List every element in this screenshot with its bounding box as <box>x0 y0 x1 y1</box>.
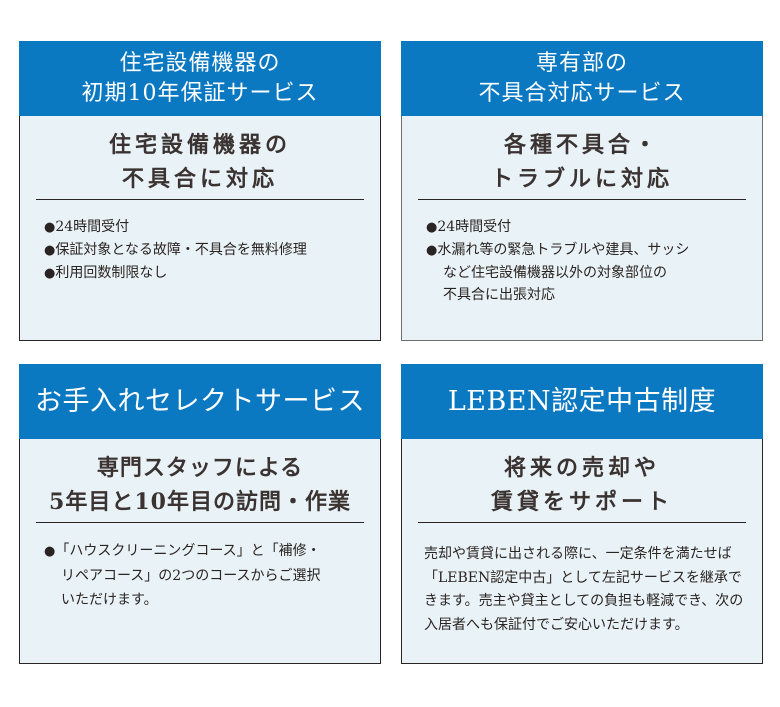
subtitle-line: 将来の売却や <box>503 455 660 481</box>
subtitle-line: 5年目と10年目の訪問・作業 <box>49 489 351 515</box>
card-header: お手入れセレクトサービス <box>19 364 381 439</box>
list-item-text: 24時間受付 <box>55 219 130 235</box>
divider <box>418 199 746 200</box>
list-item-text: いただけます。 <box>61 592 158 608</box>
bullet-icon: ● <box>426 220 438 235</box>
bullet-list: ●「ハウスクリーニングコース」と「補修・リペアコース」の2つのコースからご選択い… <box>44 539 370 612</box>
card-cleaning-service: お手入れセレクトサービス 専門スタッフによる 5年目と10年目の訪問・作業 ●「… <box>19 364 381 664</box>
subtitle-line: 賃貸をサポート <box>490 489 673 515</box>
divider <box>36 199 364 200</box>
bullet-icon: ● <box>426 243 438 258</box>
subtitle-line: 住宅設備機器の <box>108 132 291 158</box>
card-subtitle: 住宅設備機器の 不具合に対応 <box>20 128 380 196</box>
bullet-icon: ● <box>44 220 56 235</box>
list-item-text: 24時間受付 <box>437 219 512 235</box>
list-item-text: 水漏れ等の緊急トラブルや建具、サッシ <box>437 242 690 258</box>
card-subtitle: 各種不具合・ トラブルに対応 <box>402 128 762 196</box>
paragraph-line: きます。売主や貸主としての負担も軽減でき、次の <box>424 593 744 609</box>
card-header: 住宅設備機器の 初期10年保証サービス <box>19 41 381 116</box>
list-item: ●24時間受付 <box>44 216 370 239</box>
subtitle-line: 専門スタッフによる <box>96 455 304 481</box>
bullet-icon: ● <box>44 266 56 281</box>
bullet-icon: ● <box>44 544 56 559</box>
card-title-line: 住宅設備機器の <box>119 50 281 76</box>
list-item-text: リペアコース」の2つのコースからご選択 <box>61 568 321 584</box>
card-title-line: 専有部の <box>535 50 628 76</box>
divider <box>418 522 746 523</box>
card-title-line: 初期10年保証サービス <box>81 80 319 106</box>
list-item-text: 保証対象となる故障・不具合を無料修理 <box>55 242 307 258</box>
list-item-text: 「ハウスクリーニングコース」と「補修・ <box>55 543 321 559</box>
card-header: 専有部の 不具合対応サービス <box>401 41 763 116</box>
card-subtitle: 専門スタッフによる 5年目と10年目の訪問・作業 <box>20 451 380 519</box>
list-item-text: など住宅設備機器以外の対象部位の <box>443 265 667 281</box>
subtitle-line: 各種不具合・ <box>503 132 660 158</box>
card-defect-service: 専有部の 不具合対応サービス 各種不具合・ トラブルに対応 ●24時間受付 ●水… <box>401 41 763 341</box>
card-header: LEBEN認定中古制度 <box>401 364 763 439</box>
bullet-list: ●24時間受付 ●保証対象となる故障・不具合を無料修理 ●利用回数制限なし <box>44 216 370 285</box>
list-item-text: 利用回数制限なし <box>55 265 168 281</box>
list-item: ●水漏れ等の緊急トラブルや建具、サッシなど住宅設備機器以外の対象部位の不具合に出… <box>426 239 752 306</box>
card-warranty-service: 住宅設備機器の 初期10年保証サービス 住宅設備機器の 不具合に対応 ●24時間… <box>19 41 381 341</box>
subtitle-line: トラブルに対応 <box>490 166 673 192</box>
card-title-line: 不具合対応サービス <box>478 80 686 106</box>
bullet-icon: ● <box>44 243 56 258</box>
paragraph-line: 入居者へも保証付でご安心いただけます。 <box>424 616 689 633</box>
list-item: ●24時間受付 <box>426 216 752 239</box>
paragraph-line: 売却や賃貸に出される際に、一定条件を満たせば <box>424 546 732 562</box>
list-item: ●「ハウスクリーニングコース」と「補修・リペアコース」の2つのコースからご選択い… <box>44 539 370 612</box>
card-title-line: お手入れセレクトサービス <box>35 385 365 417</box>
list-item-text: 不具合に出張対応 <box>443 287 555 303</box>
divider <box>36 522 364 523</box>
description-paragraph: 売却や賃貸に出される際に、一定条件を満たせば 「LEBEN認定中古」として左記サ… <box>424 543 748 637</box>
card-subtitle: 将来の売却や 賃貸をサポート <box>402 451 762 519</box>
list-item: ●保証対象となる故障・不具合を無料修理 <box>44 239 370 262</box>
list-item: ●利用回数制限なし <box>44 262 370 285</box>
card-title-line: LEBEN認定中古制度 <box>447 385 717 417</box>
card-certified-used: LEBEN認定中古制度 将来の売却や 賃貸をサポート 売却や賃貸に出される際に、… <box>401 364 763 664</box>
paragraph-line: 「LEBEN認定中古」として左記サービスを継承で <box>424 569 742 586</box>
bullet-list: ●24時間受付 ●水漏れ等の緊急トラブルや建具、サッシなど住宅設備機器以外の対象… <box>426 216 752 306</box>
subtitle-line: 不具合に対応 <box>121 166 278 192</box>
